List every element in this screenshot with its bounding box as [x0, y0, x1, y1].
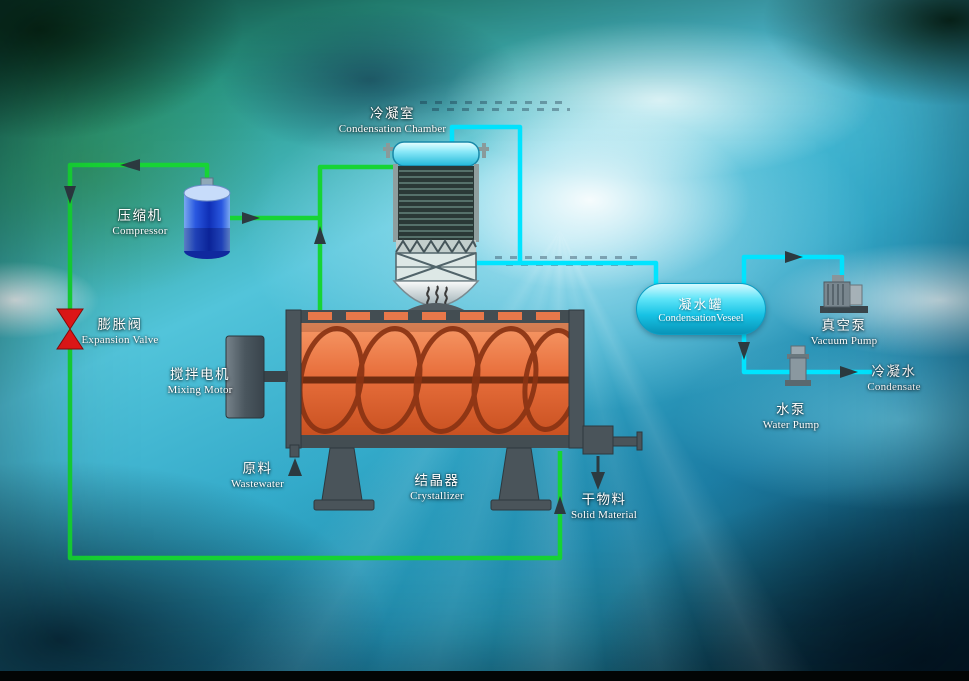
crystallizer-bottom-rail [286, 435, 584, 448]
label-expansion-valve: 膨胀阀 Expansion Valve [81, 317, 159, 346]
condensation-vessel-label-en: CondensationVeseel [658, 313, 744, 324]
vacuum-pump-graphic [820, 275, 868, 313]
label-water-pump: 水泵 Water Pump [762, 402, 820, 431]
condensation-vessel-label-zh: 凝水罐 [678, 297, 724, 312]
crystallizer-left-end [285, 309, 302, 449]
chamber-lid [392, 141, 480, 167]
label-mixing-motor: 搅拌电机 Mixing Motor [167, 367, 233, 396]
motor-shaft [264, 371, 288, 382]
label-condensate: 冷凝水 Condensate [867, 364, 921, 393]
crystallizer-leg [321, 447, 363, 501]
crystallizer-leg [498, 447, 540, 501]
label-vacuum-pump: 真空泵 Vacuum Pump [810, 318, 878, 347]
condensation-vessel: 凝水罐 CondensationVeseel [636, 283, 766, 335]
noise-dashes [432, 108, 570, 111]
label-wastewater: 原料 Wastewater [230, 461, 285, 490]
expansion-valve-graphic [56, 308, 84, 350]
label-compressor: 压缩机 Compressor [112, 208, 168, 237]
label-solid-material: 干物料 Solid Material [570, 492, 638, 521]
bottom-black-bar [0, 671, 969, 681]
crystallizer-dome [404, 303, 468, 312]
feed-inlet-nozzle [289, 444, 300, 458]
label-condensation-chamber: 冷凝室 Condensation Chamber [338, 106, 447, 135]
chamber-fin-stack [398, 166, 474, 240]
mixing-motor-graphic [225, 335, 288, 419]
flow-arrows [64, 159, 858, 514]
water-pump-graphic [785, 345, 811, 386]
crystallizer-graphic [285, 303, 643, 511]
discharge-chute [582, 425, 614, 455]
compressor-graphic [183, 184, 231, 259]
label-crystallizer: 结晶器 Crystallizer [410, 473, 464, 502]
noise-dashes [420, 101, 570, 104]
auger-screw [300, 326, 570, 434]
chamber-zigzag-band [396, 240, 476, 253]
condensation-chamber-graphic [200, 141, 489, 322]
crystallizer-right-end [568, 309, 585, 449]
noise-dashes [495, 256, 640, 259]
heat-wave-icon [426, 285, 448, 306]
